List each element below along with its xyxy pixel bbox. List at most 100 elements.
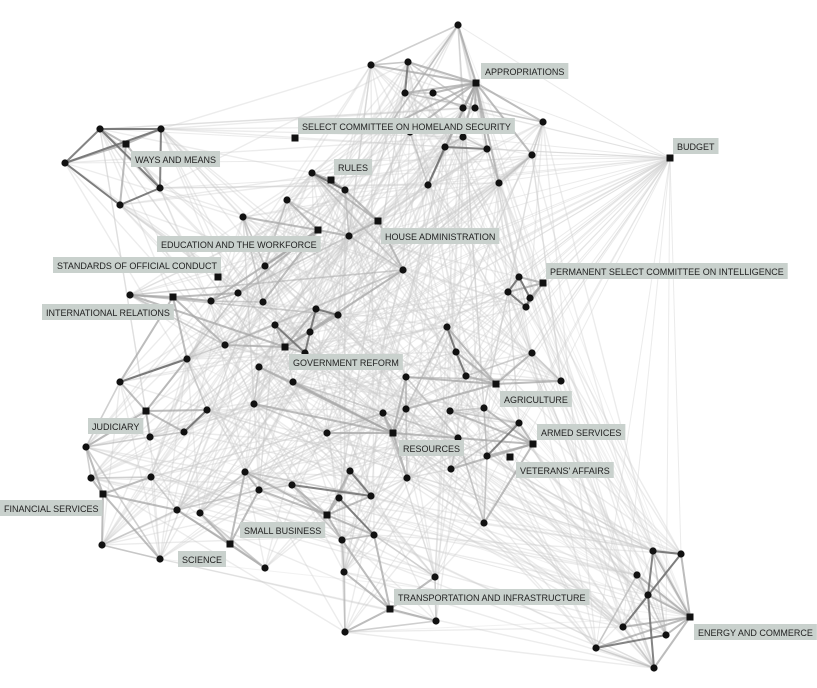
committee-edge bbox=[341, 539, 391, 610]
background-edge bbox=[434, 306, 527, 578]
member-edge bbox=[622, 626, 655, 669]
background-edge bbox=[344, 631, 655, 669]
member-edge bbox=[286, 199, 350, 237]
background-edge bbox=[542, 121, 597, 649]
background-edge bbox=[370, 422, 520, 497]
member-edge bbox=[595, 647, 655, 669]
member-edge bbox=[264, 199, 288, 267]
background-edge bbox=[90, 408, 407, 479]
committee-edge bbox=[145, 409, 208, 412]
budget-edge bbox=[382, 157, 671, 414]
committee-edge bbox=[326, 514, 375, 536]
committee-edge bbox=[449, 410, 534, 445]
background-edge bbox=[262, 184, 429, 303]
background-edge bbox=[262, 301, 448, 328]
member-edge bbox=[244, 471, 260, 491]
background-edge bbox=[149, 351, 457, 438]
member-edge bbox=[338, 470, 351, 499]
background-edge bbox=[149, 189, 346, 438]
committee-node-standards bbox=[214, 273, 222, 281]
strong-edge bbox=[119, 358, 188, 383]
member-edge bbox=[343, 571, 346, 633]
member-node bbox=[443, 323, 451, 331]
member-edge bbox=[186, 292, 239, 360]
committee-label-bg bbox=[53, 257, 222, 273]
background-edge bbox=[486, 148, 667, 636]
background-edge bbox=[348, 148, 488, 237]
strong-edge bbox=[64, 128, 162, 164]
background-edge bbox=[119, 204, 328, 434]
member-edge bbox=[636, 574, 667, 636]
background-edge bbox=[348, 64, 372, 237]
background-edge bbox=[99, 128, 638, 576]
budget-edge bbox=[286, 157, 671, 201]
energy-edge bbox=[373, 534, 691, 618]
background-edge bbox=[337, 291, 509, 316]
member-nodes bbox=[61, 21, 685, 672]
background-edge bbox=[274, 297, 531, 326]
background-edge bbox=[349, 470, 667, 636]
background-edge bbox=[237, 292, 624, 628]
committee-label-text: TRANSPORTATION AND INFRASTRUCTURE bbox=[398, 593, 586, 603]
budget-edge bbox=[344, 157, 671, 191]
strong-edge bbox=[183, 409, 208, 433]
committee-edge bbox=[344, 189, 379, 222]
committee-edge bbox=[129, 294, 174, 298]
strong-edge bbox=[64, 162, 121, 206]
member-edge bbox=[210, 292, 239, 302]
committee-edge bbox=[636, 574, 691, 618]
budget-edge bbox=[309, 157, 671, 333]
background-edge bbox=[292, 121, 544, 383]
background-edge bbox=[370, 477, 408, 497]
member-node bbox=[335, 494, 343, 502]
member-node bbox=[221, 341, 229, 349]
background-edge bbox=[160, 128, 467, 377]
member-edge bbox=[531, 121, 544, 156]
member-node bbox=[446, 407, 454, 415]
budget-edge bbox=[518, 157, 671, 424]
member-node bbox=[459, 133, 467, 141]
background-edge bbox=[101, 407, 485, 546]
member-node bbox=[454, 21, 462, 29]
background-edge bbox=[150, 407, 485, 478]
committee-label-bg bbox=[394, 589, 590, 605]
background-edge bbox=[427, 154, 533, 186]
background-edge bbox=[237, 172, 313, 294]
member-node bbox=[403, 474, 411, 482]
committee-node-armed bbox=[529, 440, 537, 448]
committee-label-bg bbox=[334, 159, 373, 175]
background-edge bbox=[304, 352, 654, 552]
background-edge bbox=[542, 121, 654, 552]
background-edge bbox=[119, 381, 161, 560]
committee-label-intelligence: PERMANENT SELECT COMMITTEE ON INTELLIGEN… bbox=[546, 263, 788, 279]
committee-edge bbox=[172, 296, 188, 360]
committee-edge bbox=[392, 376, 407, 434]
background-edge bbox=[343, 121, 544, 573]
member-node bbox=[116, 201, 124, 209]
background-edge bbox=[264, 265, 638, 576]
background-edge bbox=[337, 61, 409, 316]
member-edge bbox=[85, 436, 151, 448]
committee-label-bg bbox=[178, 551, 227, 567]
member-edge bbox=[450, 422, 520, 470]
background-edge bbox=[244, 146, 446, 473]
background-edge bbox=[186, 107, 464, 360]
committee-edge bbox=[85, 446, 104, 495]
member-edge bbox=[242, 216, 264, 303]
committee-edge bbox=[129, 294, 286, 348]
background-edge bbox=[343, 92, 434, 573]
committee-node-financial bbox=[99, 490, 107, 498]
strong-edge bbox=[99, 128, 161, 189]
committee-label-text: ARMED SERVICES bbox=[541, 428, 621, 438]
background-edge bbox=[348, 235, 562, 382]
background-edge bbox=[341, 477, 408, 541]
background-edge bbox=[338, 136, 464, 499]
background-edge bbox=[382, 412, 436, 578]
member-node bbox=[515, 419, 523, 427]
committee-label-bg bbox=[298, 118, 515, 134]
background-edge bbox=[462, 136, 533, 354]
background-edge bbox=[343, 297, 531, 573]
background-edge bbox=[343, 571, 655, 669]
committee-edge bbox=[291, 484, 328, 516]
member-node bbox=[454, 434, 462, 442]
